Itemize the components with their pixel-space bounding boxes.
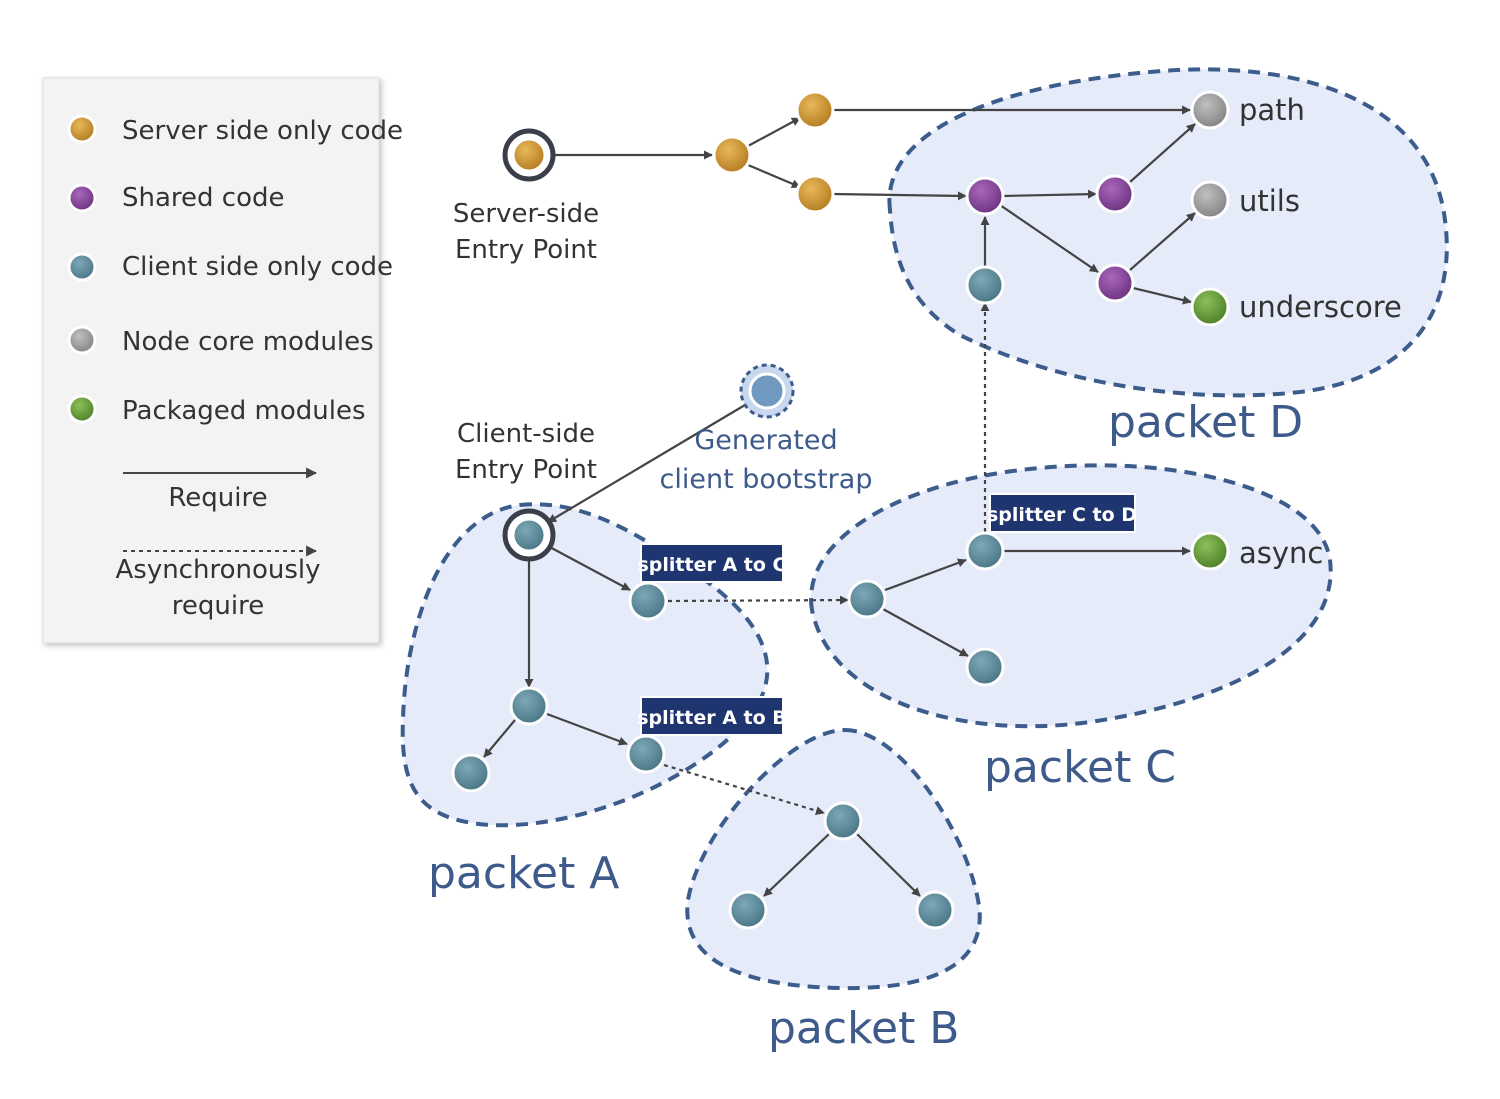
splitter-a-to-b-label: splitter A to B [637,707,787,729]
legend-swatch-server [67,114,97,144]
legend-label-server: Server side only code [122,116,403,146]
client-node [965,531,1005,571]
require-edges [483,105,1196,897]
shared-node [965,176,1005,216]
legend-box [42,77,380,644]
edge [546,712,628,746]
bootstrap-label-line1: Generated [694,425,837,456]
package-module-underscore [1190,287,1230,327]
legend-swatch-shared [67,183,97,213]
legend-label-async-line2: require [172,591,264,621]
client-node [965,647,1005,687]
client-node [847,579,887,619]
shared-node [1095,263,1135,303]
legend-label-async-line1: Asynchronously [115,555,320,585]
edge [884,558,967,592]
client-entry-label-line2: Entry Point [455,455,597,485]
edge [1129,212,1196,271]
bootstrap-node [748,372,786,410]
legend-swatch-package [67,394,97,424]
packet-c-region [809,463,1333,729]
client-node [509,686,549,726]
module-label-async: async [1239,536,1323,570]
packet-d-region [887,67,1449,398]
legend-swatch-client [67,252,97,282]
legend: Server side only code Shared code Client… [42,77,403,644]
client-node [728,890,768,930]
edge [882,608,969,657]
core-module-utils [1190,180,1230,220]
package-module-async [1190,531,1230,571]
module-label-underscore: underscore [1239,290,1402,324]
server-node [712,135,752,175]
edge [545,544,631,591]
client-node [628,581,668,621]
legend-label-client: Client side only code [122,252,393,282]
client-node [626,734,666,774]
async-edge [667,595,849,605]
bootstrap-label-line2: client bootstrap [660,464,873,495]
edge [856,833,921,897]
packet-d-label: packet D [1108,397,1303,448]
legend-label-require: Require [168,483,267,513]
server-entry-label-line2: Entry Point [455,235,597,265]
nodes [451,90,1230,930]
packet-a-label: packet A [428,848,619,899]
legend-label-package: Packaged modules [122,396,366,426]
client-entry-node [511,517,547,553]
server-node [795,174,835,214]
core-module-path [1190,90,1230,130]
edge [763,833,830,897]
packet-c-label: packet C [984,742,1176,793]
async-edge [663,763,825,815]
async-edges [663,302,990,815]
legend-label-core: Node core modules [122,327,374,357]
edge [747,117,801,147]
edge [1129,123,1196,183]
packet-b-label: packet B [768,1003,960,1054]
splitter-c-to-d-label: splitter C to D [987,504,1137,526]
client-node [451,753,491,793]
client-node [965,265,1005,305]
server-entry-label-line1: Server-side [453,199,599,229]
client-entry-label-line1: Client-side [457,419,595,449]
server-node [795,90,835,130]
shared-node [1095,174,1135,214]
edge [747,163,801,189]
splitter-a-to-c-label: splitter A to C [638,554,787,576]
server-entry-node [511,137,547,173]
client-node [915,890,955,930]
packet-b-region [685,727,982,991]
splitter-c-to-d: splitter C to D [987,493,1137,533]
client-node [823,801,863,841]
splitter-a-to-c: splitter A to C [638,543,787,583]
legend-swatch-core [67,325,97,355]
edge [1132,286,1192,305]
module-label-path: path [1239,93,1305,127]
splitter-a-to-b: splitter A to B [637,696,787,736]
edge [547,404,746,523]
edge [831,191,967,201]
module-label-utils: utils [1239,184,1300,218]
legend-label-shared: Shared code [122,183,285,213]
edge [1001,189,1097,199]
edge [483,719,516,758]
edge [999,204,1099,273]
